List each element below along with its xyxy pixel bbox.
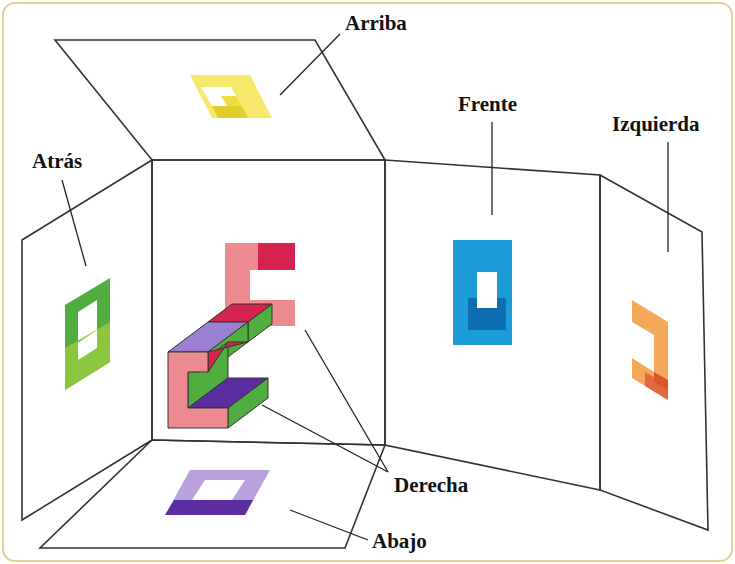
view-label: Arriba [345,12,407,35]
view-label: Izquierda [612,113,700,136]
view-label: Frente [458,93,517,116]
view-label: Atrás [32,150,82,173]
view-label: Derecha [394,474,468,497]
view-label: Abajo [372,530,427,553]
